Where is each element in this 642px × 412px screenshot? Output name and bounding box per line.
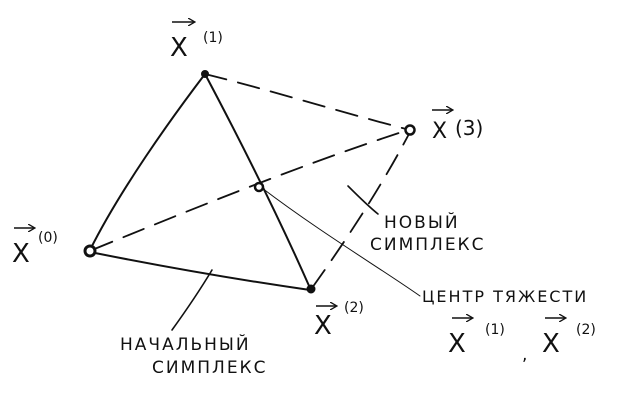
label-x0-name: X	[12, 239, 30, 269]
label-x0: X (0)	[12, 228, 58, 269]
new-simplex-edges	[91, 73, 411, 289]
label-x2-index: (2)	[344, 300, 364, 316]
new-simplex-line2: СИМПЛЕКС	[370, 235, 486, 255]
centroid-vec2-index: (2)	[576, 322, 596, 338]
edge-x2-x3	[311, 131, 411, 289]
initial-simplex-line2: СИМПЛЕКС	[152, 358, 268, 378]
new-simplex-caption: НОВЫЙ СИМПЛЕКС	[370, 211, 486, 255]
edge-x1-x3	[204, 73, 411, 131]
vertex-x1	[201, 70, 209, 78]
initial-simplex-caption: НАЧАЛЬНЫЙ СИМПЛЕКС	[120, 333, 268, 378]
label-x3: X (3)	[432, 110, 483, 144]
label-x2-name: X	[314, 311, 332, 341]
leader-new-simplex	[347, 185, 379, 215]
leader-centroid	[261, 187, 421, 297]
centroid-vec1-name: X	[448, 329, 466, 359]
initial-simplex-line1: НАЧАЛЬНЫЙ	[120, 333, 251, 355]
label-x0-index: (0)	[38, 230, 58, 246]
vertex-x3	[404, 124, 416, 136]
vertices	[83, 70, 416, 294]
vertex-x0	[83, 244, 97, 258]
initial-simplex-edges	[89, 73, 311, 291]
centroid-vec2-name: X	[542, 329, 560, 359]
centroid-point	[253, 181, 265, 193]
centroid-vec1-index: (1)	[485, 322, 505, 338]
centroid-caption: ЦЕНТР ТЯЖЕСТИ X (1) , X (2)	[422, 287, 596, 365]
vertex-x2	[306, 284, 316, 294]
label-x1-name: X	[170, 33, 188, 63]
leader-initial-simplex	[171, 269, 213, 331]
label-x2: X (2)	[314, 300, 364, 341]
label-x3-name: X	[432, 119, 447, 144]
label-x1: X (1)	[170, 22, 223, 63]
label-x1-index: (1)	[203, 30, 223, 46]
new-simplex-line1: НОВЫЙ	[384, 211, 460, 233]
edge-x1-x2	[204, 73, 311, 289]
edge-x0-x1	[89, 73, 206, 251]
label-x3-index: (3)	[455, 116, 483, 140]
edge-x0-x2	[89, 251, 311, 291]
leader-lines	[171, 185, 421, 331]
centroid-separator: ,	[522, 345, 527, 365]
edge-x0-x3	[91, 129, 409, 251]
centroid-title: ЦЕНТР ТЯЖЕСТИ	[422, 287, 588, 306]
